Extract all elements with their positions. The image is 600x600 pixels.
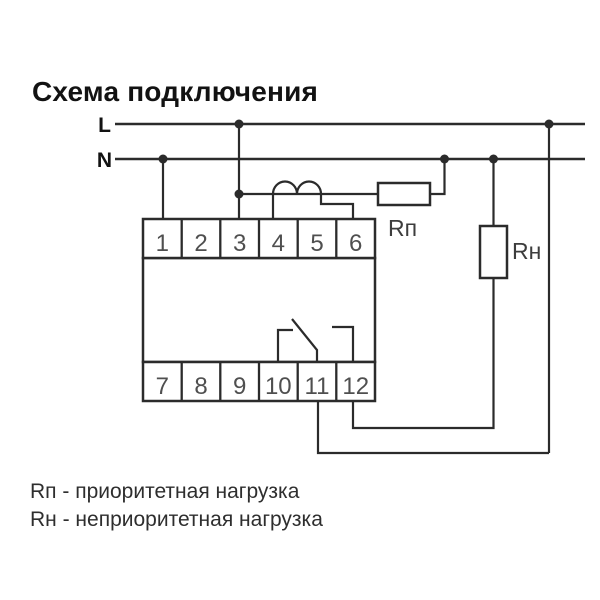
- wire-rn-to-terminal-12: [351, 278, 495, 430]
- wire-coil-to-terminal-6: [319, 194, 355, 220]
- legend-priority-line: Rп - приоритетная нагрузка: [30, 480, 300, 503]
- terminal-number: 9: [233, 373, 246, 400]
- junction-dot: [234, 119, 244, 129]
- relay-contact-right: [332, 325, 355, 362]
- rn-label: Rн: [512, 238, 541, 264]
- terminal-row-bottom: 7 8 9 10 11 12: [141, 360, 377, 403]
- junction-dot: [234, 189, 244, 199]
- wire-terminal-11-to-l: [316, 401, 549, 455]
- page-title: Схема подключения: [32, 76, 319, 107]
- terminal-number: 12: [342, 373, 369, 400]
- terminal-number: 7: [156, 373, 169, 400]
- junction-dot: [489, 154, 498, 164]
- legend-non-priority-line: Rн - неприоритетная нагрузка: [30, 507, 323, 531]
- junction-dot: [158, 154, 168, 164]
- terminal-number: 10: [265, 373, 292, 400]
- terminal-number: 1: [156, 230, 169, 257]
- current-coil-symbol: [271, 180, 323, 195]
- wire-rp-to-n: [430, 159, 446, 196]
- device-body: [141, 256, 377, 364]
- resistor-rp-symbol: [376, 181, 432, 207]
- terminal-number: 11: [305, 373, 330, 400]
- terminal-number: 4: [272, 230, 285, 257]
- resistor-rn-symbol: [478, 224, 509, 280]
- terminal-number: 3: [233, 230, 246, 257]
- line-n-label: N: [97, 149, 112, 172]
- junction-dot: [440, 154, 449, 164]
- terminal-number: 2: [194, 230, 207, 257]
- legend: Rп - приоритетная нагрузка Rн - неприори…: [30, 478, 323, 533]
- terminal-number: 5: [310, 230, 323, 257]
- relay-contact-left: [276, 328, 293, 362]
- junction-dot: [544, 119, 554, 129]
- line-l-label: L: [98, 114, 111, 137]
- relay-blade: [291, 318, 319, 362]
- rp-label: Rп: [388, 215, 417, 241]
- terminal-number: 6: [349, 230, 362, 257]
- terminal-number: 8: [194, 373, 207, 400]
- terminal-row-top: 1 2 3 4 5 6: [141, 217, 377, 260]
